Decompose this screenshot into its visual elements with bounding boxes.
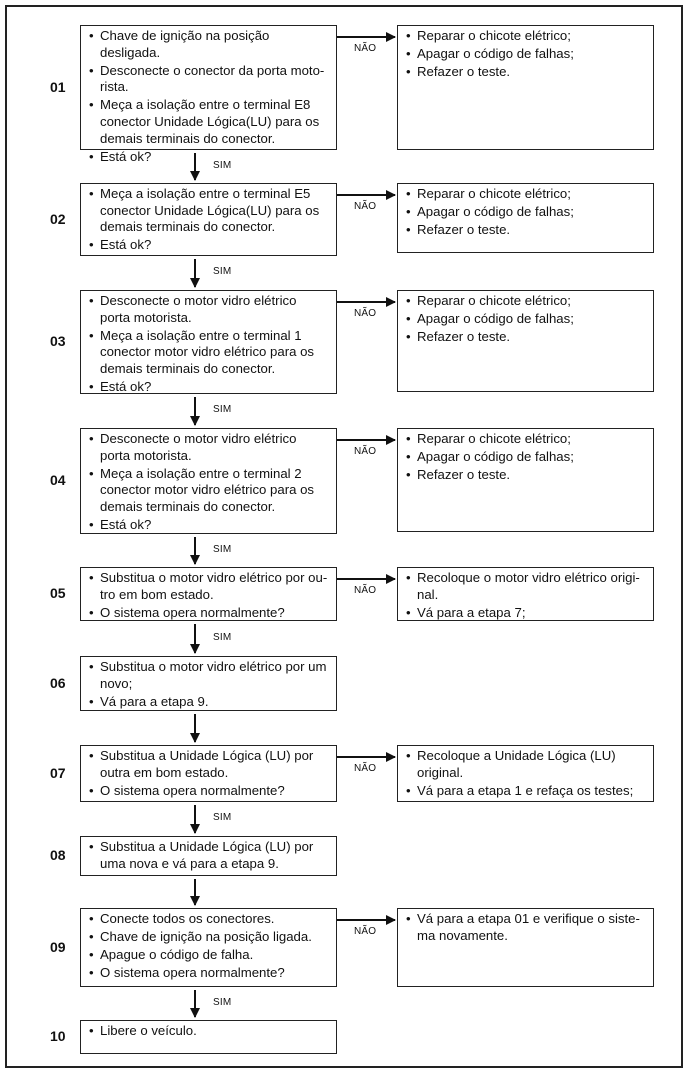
- no-action-box-item: Vá para a etapa 1 e refaça os testes;: [406, 783, 645, 800]
- check-box-item: Está ok?: [89, 379, 328, 396]
- no-action-box-item: Reparar o chicote elétrico;: [406, 28, 645, 45]
- check-box-item: O sistema opera normalmente?: [89, 783, 328, 800]
- check-box-item: Meça a isolação entre o terminal 2 conec…: [89, 466, 328, 516]
- check-box: Substitua a Unidade Lógica (LU) por outr…: [80, 745, 337, 802]
- check-box: Conecte todos os conectores.Chave de ign…: [80, 908, 337, 987]
- check-box-item: Libere o veículo.: [89, 1023, 328, 1040]
- check-box-item: O sistema opera normalmente?: [89, 965, 328, 982]
- no-action-box: Reparar o chicote elétrico;Apagar o códi…: [397, 428, 654, 532]
- no-action-box-item: Recoloque o motor vidro elétrico origi-n…: [406, 570, 645, 603]
- no-action-box: Reparar o chicote elétrico;Apagar o códi…: [397, 290, 654, 392]
- step-number: 08: [50, 847, 66, 863]
- step-number: 05: [50, 585, 66, 601]
- yes-label: SIM: [213, 996, 232, 1008]
- yes-label: SIM: [213, 631, 232, 643]
- check-box-item: Apague o código de falha.: [89, 947, 328, 964]
- no-action-box-item: Apagar o código de falhas;: [406, 311, 645, 328]
- no-action-box-item: Refazer o teste.: [406, 329, 645, 346]
- no-action-box: Recoloque o motor vidro elétrico origi-n…: [397, 567, 654, 621]
- yes-label: SIM: [213, 543, 232, 555]
- check-box-item: Está ok?: [89, 237, 328, 254]
- no-action-box-item: Reparar o chicote elétrico;: [406, 431, 645, 448]
- check-box-item: Substitua a Unidade Lógica (LU) por uma …: [89, 839, 328, 872]
- check-box-item: Desconecte o motor vidro elétrico porta …: [89, 431, 328, 464]
- no-action-box-item: Vá para a etapa 7;: [406, 605, 645, 622]
- check-box-item: Meça a isolação entre o terminal 1 conec…: [89, 328, 328, 378]
- step-number: 07: [50, 764, 66, 781]
- no-label: NÃO: [354, 43, 377, 54]
- yes-label: SIM: [213, 404, 232, 415]
- no-action-box-item: Apagar o código de falhas;: [406, 449, 645, 466]
- no-label: NÃO: [354, 201, 377, 212]
- no-action-box: Recoloque a Unidade Lógica (LU) original…: [397, 745, 654, 802]
- check-box: Desconecte o motor vidro elétrico porta …: [80, 290, 337, 396]
- check-box: Meça a isolação entre o terminal E5 cone…: [80, 183, 337, 256]
- step-number: 02: [50, 210, 66, 227]
- no-action-box-item: Apagar o código de falhas;: [406, 46, 645, 63]
- no-label: NÃO: [354, 446, 377, 457]
- check-box-item: Conecte todos os conectores.: [89, 911, 328, 928]
- no-label: NÃO: [354, 308, 377, 319]
- check-box-item: Desconecte o conector da porta moto-rist…: [89, 63, 328, 96]
- no-label: NÃO: [354, 763, 377, 774]
- check-box-item: Vá para a etapa 9.: [89, 694, 328, 711]
- check-box: Substitua o motor vidro elétrico por um …: [80, 656, 337, 711]
- check-box-item: Chave de ignição na posição desligada.: [89, 28, 328, 61]
- no-action-box-item: Apagar o código de falhas;: [406, 204, 645, 221]
- no-action-box-item: Refazer o teste.: [406, 222, 645, 239]
- check-box-item: Meça a isolação entre o terminal E8 cone…: [89, 97, 328, 147]
- no-action-box-item: Reparar o chicote elétrico;: [406, 293, 645, 310]
- step-number: 06: [50, 674, 66, 691]
- no-action-box: Reparar o chicote elétrico;Apagar o códi…: [397, 25, 654, 150]
- diagram-frame: [5, 5, 683, 1068]
- check-box: Libere o veículo.: [80, 1020, 337, 1054]
- no-action-box: Reparar o chicote elétrico;Apagar o códi…: [397, 183, 654, 253]
- check-box-item: Está ok?: [89, 149, 328, 166]
- check-box: Chave de ignição na posição desligada.De…: [80, 25, 337, 165]
- check-box-item: Substitua o motor vidro elétrico por ou-…: [89, 570, 328, 603]
- step-number: 04: [50, 472, 66, 488]
- check-box: Substitua o motor vidro elétrico por ou-…: [80, 567, 337, 621]
- no-label: NÃO: [354, 585, 377, 596]
- check-box-item: Está ok?: [89, 517, 328, 534]
- check-box: Substitua a Unidade Lógica (LU) por uma …: [80, 836, 337, 876]
- no-action-box-item: Refazer o teste.: [406, 64, 645, 81]
- no-action-box-item: Reparar o chicote elétrico;: [406, 186, 645, 203]
- step-number: 09: [50, 938, 66, 955]
- check-box: Desconecte o motor vidro elétrico porta …: [80, 428, 337, 534]
- yes-label: SIM: [213, 266, 232, 277]
- check-box-item: Substitua a Unidade Lógica (LU) por outr…: [89, 748, 328, 781]
- step-number: 01: [50, 78, 66, 95]
- check-box-item: O sistema opera normalmente?: [89, 605, 328, 622]
- step-number: 10: [50, 1028, 66, 1044]
- step-number: 03: [50, 333, 66, 349]
- no-action-box-item: Recoloque a Unidade Lógica (LU) original…: [406, 748, 645, 781]
- check-box-item: Desconecte o motor vidro elétrico porta …: [89, 293, 328, 326]
- check-box-item: Substitua o motor vidro elétrico por um …: [89, 659, 328, 692]
- no-action-box: Vá para a etapa 01 e verifique o siste-m…: [397, 908, 654, 987]
- no-action-box-item: Vá para a etapa 01 e verifique o siste-m…: [406, 911, 645, 944]
- yes-label: SIM: [213, 159, 232, 171]
- yes-label: SIM: [213, 812, 232, 823]
- no-action-box-item: Refazer o teste.: [406, 467, 645, 484]
- check-box-item: Chave de ignição na posição ligada.: [89, 929, 328, 946]
- check-box-item: Meça a isolação entre o terminal E5 cone…: [89, 186, 328, 236]
- no-label: NÃO: [354, 926, 377, 937]
